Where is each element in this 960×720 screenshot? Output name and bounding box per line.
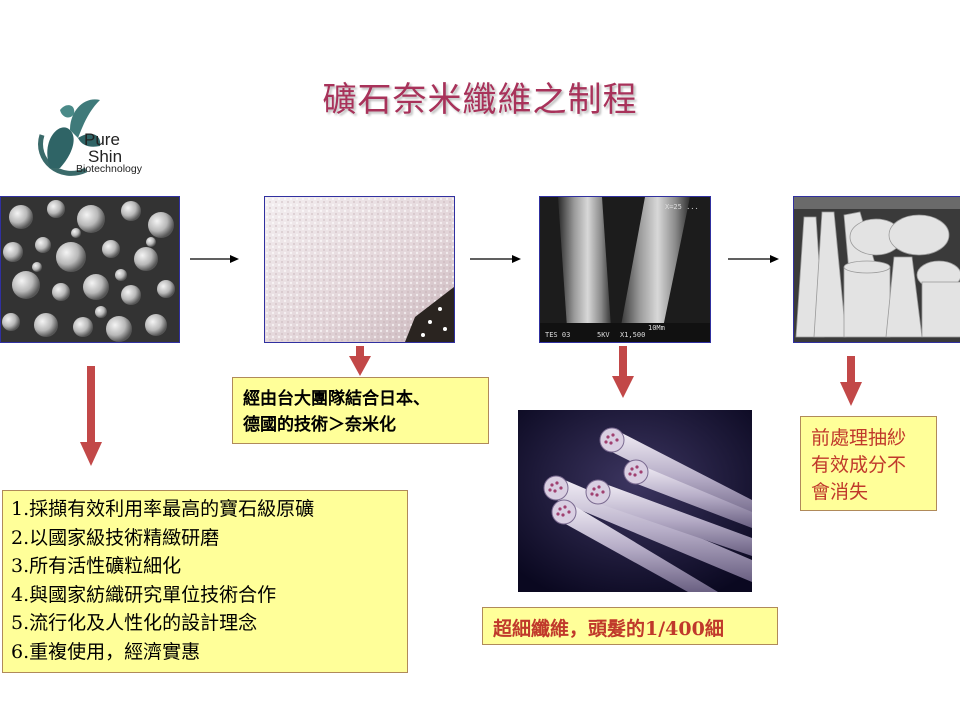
arrow-right-icon [728, 250, 780, 269]
yarn-cones-photo [793, 196, 960, 343]
logo-text-biotech: Biotechnology [76, 163, 142, 175]
arrow-down-icon [349, 346, 371, 382]
sem-label-scale: 10Mm [648, 324, 665, 332]
list-item: 3.所有活性礦粒細化 [11, 555, 182, 577]
nano-powder-photo [264, 196, 455, 343]
logo-text-shin: Shin [88, 147, 123, 166]
fiber-caption-text: 超細纖維，頭髮的1/400細 [493, 618, 724, 640]
list-item: 6.重複使用，經濟實惠 [11, 640, 201, 663]
slide-title: 礦石奈米纖維之制程 [322, 80, 638, 120]
logo-text-pure: Pure [84, 130, 120, 149]
sem-label-mag: X1,500 [620, 331, 645, 339]
sem-fiber-photo: TES 03 5KV X1,500 10Mm X=25 ... [539, 196, 711, 343]
list-item: 1.採擷有效利用率最高的寶石級原礦 [11, 498, 315, 520]
pretreatment-line-3: 會消失 [811, 481, 869, 503]
fiber-caption-box: 超細纖維，頭髮的1/400細 [482, 607, 778, 645]
arrow-right-icon [470, 250, 522, 269]
ore-spheres-photo [0, 196, 180, 343]
list-item: 5.流行化及人性化的設計理念 [11, 612, 258, 634]
sem-label-left: TES 03 [545, 331, 570, 339]
sem-label-kv: 5KV [597, 331, 610, 339]
list-item: 2.以國家級技術精緻研磨 [11, 526, 220, 549]
tech-note-line-1: 經由台大團隊結合日本、 [243, 389, 430, 409]
sem-label-top: X=25 ... [665, 203, 699, 211]
arrow-down-icon [612, 346, 634, 404]
list-item: 4.與國家紡織研究單位技術合作 [11, 583, 277, 606]
arrow-down-icon [840, 356, 862, 412]
pretreatment-line-2: 有效成分不 [811, 454, 907, 476]
pretreatment-line-1: 前處理抽紗 [811, 427, 907, 449]
features-list-box: 1.採擷有效利用率最高的寶石級原礦 2.以國家級技術精緻研磨 3.所有活性礦粒細… [2, 490, 408, 673]
microfiber-illustration [518, 410, 752, 592]
tech-note-line-2: 德國的技術＞奈米化 [243, 415, 396, 435]
company-logo [30, 90, 180, 180]
arrow-down-icon [80, 366, 102, 472]
tech-note-box: 經由台大團隊結合日本、 德國的技術＞奈米化 [232, 377, 489, 444]
pretreatment-box: 前處理抽紗 有效成分不 會消失 [800, 416, 937, 511]
arrow-right-icon [190, 250, 240, 269]
logo-leaf-icon [38, 99, 101, 176]
